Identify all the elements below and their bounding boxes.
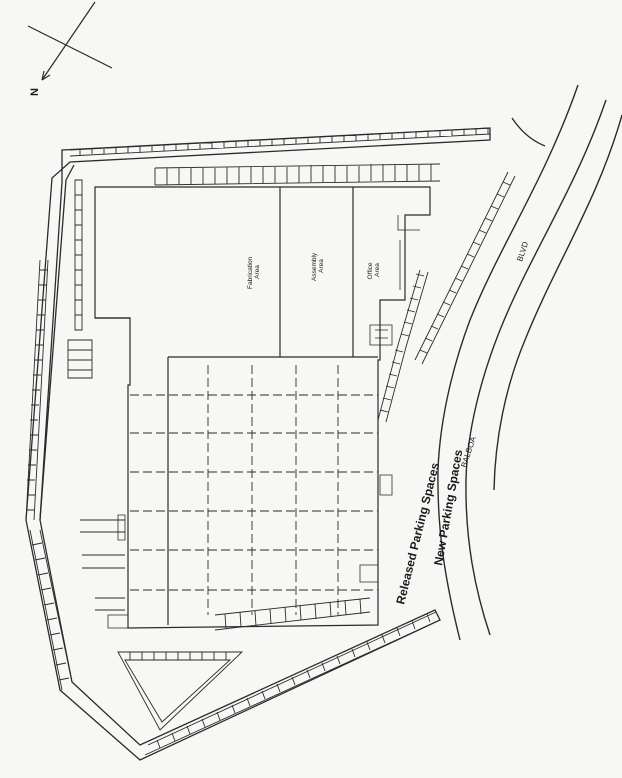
column-grid (130, 365, 378, 615)
released-parking-spaces-label: Released Parking Spaces (393, 461, 442, 606)
west-inner-curb (39, 164, 75, 521)
north-arrow-crossbar (27, 25, 113, 69)
assembly-area-label: Assembly Area (311, 251, 325, 281)
boulevard-west-curb (437, 84, 579, 641)
driveway-entrance-curve (511, 117, 546, 147)
north-arrow: N (27, 1, 113, 96)
office-area-label: Office Area (367, 261, 381, 280)
parking-row-north-top (69, 127, 491, 157)
parking-row-east-building (377, 269, 429, 423)
perimeter-drive-outline (25, 127, 491, 761)
parking-row-triangle-island (117, 651, 244, 731)
north-label: N (29, 88, 41, 96)
north-arrow-head (41, 70, 51, 81)
boulevard-centerline (465, 99, 607, 636)
building (94, 186, 431, 629)
parking-stalls (25, 127, 516, 756)
area-labels: Fabrication Area Assembly Area Office Ar… (247, 251, 381, 289)
parking-row-west-lot (80, 519, 125, 611)
street-name-blvd: BLVD (515, 240, 530, 262)
parking-row-north-building (154, 163, 441, 186)
building-outline (94, 186, 431, 629)
boulevard-east-curb (493, 114, 622, 491)
site-boundary (25, 117, 546, 761)
parking-row-south (144, 611, 441, 756)
fabrication-area-label: Fabrication Area (247, 255, 261, 289)
north-arrow-shaft (41, 1, 96, 81)
parking-row-southwest (29, 529, 73, 691)
parking-row-east-street (414, 171, 516, 365)
parking-row-west-building (67, 179, 93, 379)
balboa-blvd (437, 84, 622, 641)
parking-row-south-building (214, 597, 371, 631)
parking-row-west (25, 259, 49, 521)
office-details (107, 215, 420, 629)
